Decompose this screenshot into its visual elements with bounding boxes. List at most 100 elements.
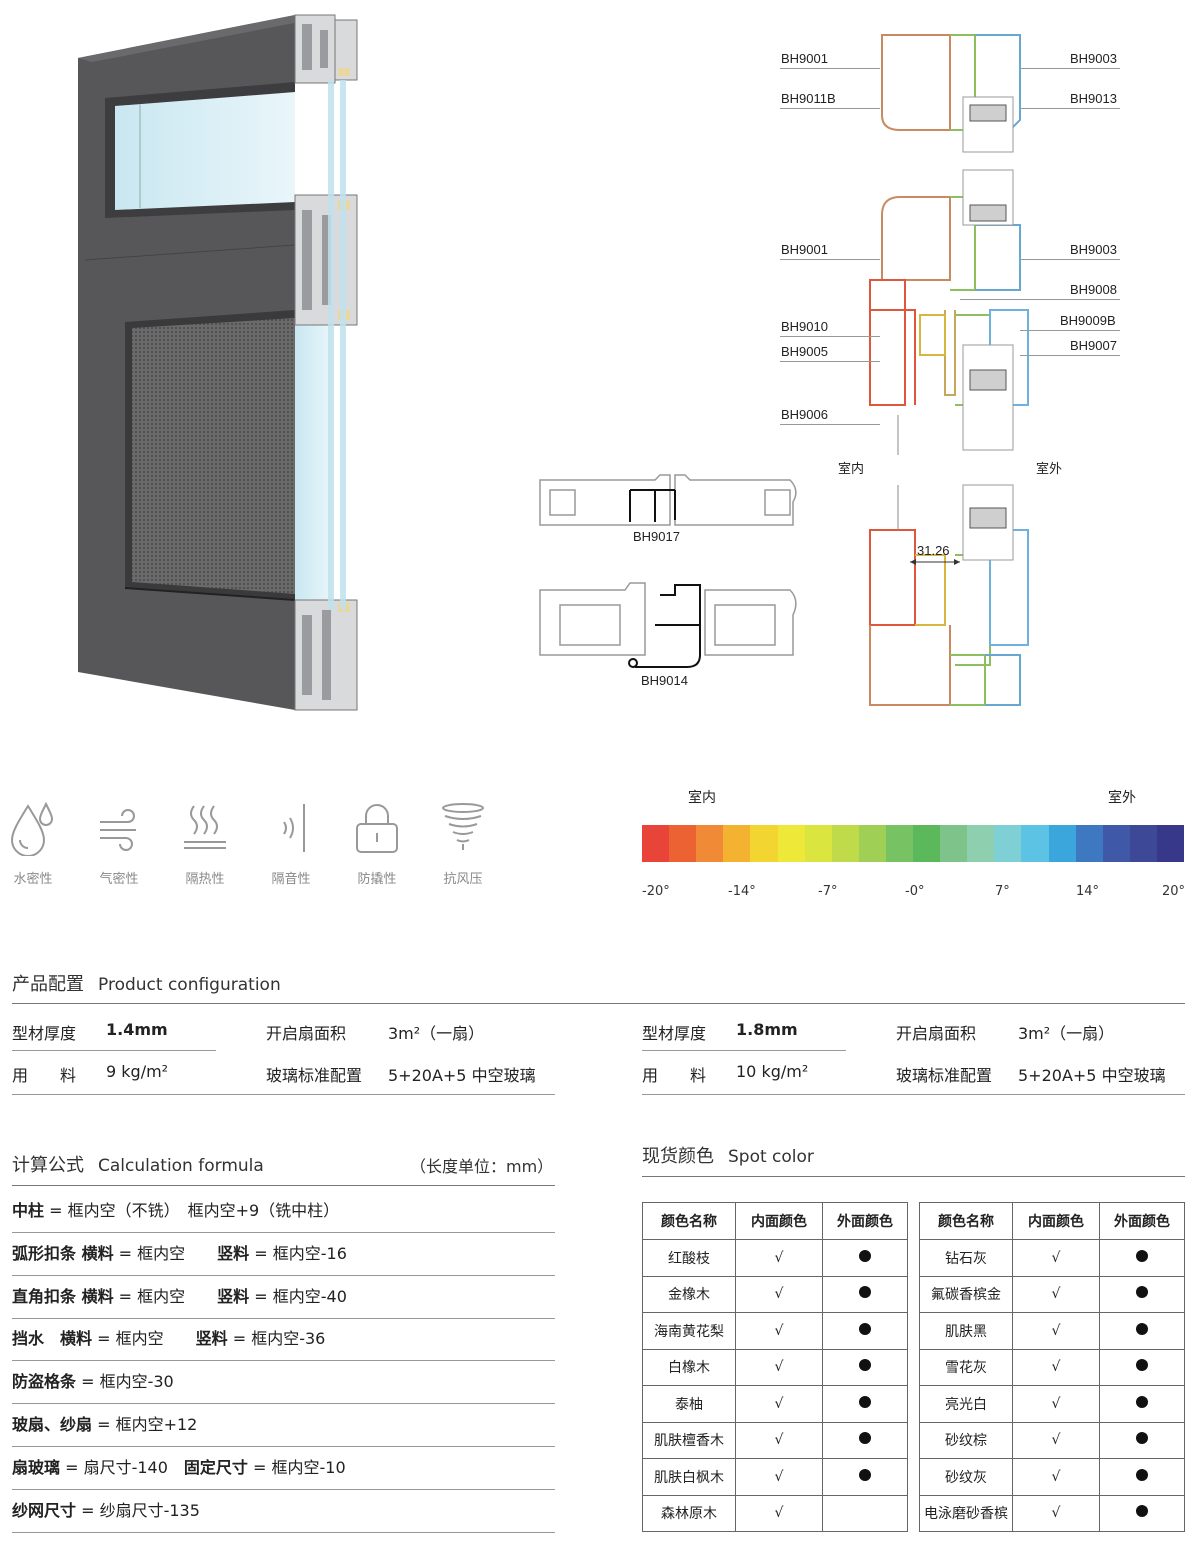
- formula-expression: = 框内空: [113, 1243, 218, 1263]
- formula-term: 中柱: [12, 1201, 45, 1220]
- cfg-right-glass: 5+20A+5 中空玻璃: [1018, 1066, 1166, 1085]
- profile-cross-section-diagram: [869, 34, 1029, 706]
- color-table-header-cell: 外面颜色: [822, 1202, 908, 1240]
- feature-label: 隔热性: [185, 872, 225, 887]
- formula-row: 弧形扣条 横料 = 框内空 竖料 = 框内空-16: [12, 1233, 555, 1276]
- outer-color-cell: [1099, 1348, 1185, 1386]
- scale-tick: -7°: [818, 884, 838, 899]
- table-row: 电泳磨砂香槟√: [919, 1494, 1185, 1532]
- formula-row: 玻扇、纱扇 = 框内空+12: [12, 1404, 555, 1447]
- feature-label: 防撬性: [357, 872, 397, 887]
- table-row: 雪花灰√: [919, 1348, 1185, 1386]
- filled-dot-icon: [1136, 1395, 1148, 1408]
- filled-dot-icon: [1136, 1286, 1148, 1299]
- cfg-right-glass-label: 玻璃标准配置: [896, 1066, 993, 1085]
- inner-color-check: √: [735, 1239, 823, 1277]
- cfg-left-area: 3m²（一扇）: [388, 1024, 485, 1043]
- color-name: 亮光白: [919, 1385, 1013, 1423]
- formula-term: 竖料: [217, 1243, 250, 1263]
- color-table-header-cell: 外面颜色: [1099, 1202, 1185, 1240]
- scale-swatch: [696, 825, 724, 862]
- label-outdoor-diagram: 室外: [1036, 461, 1063, 476]
- scale-swatch: [1156, 825, 1185, 862]
- scale-swatch: [940, 825, 968, 862]
- outer-color-cell: [1099, 1494, 1185, 1532]
- label-bh9001-top: BH9001: [781, 51, 828, 66]
- feature-label: 水密性: [13, 872, 53, 887]
- color-name: 肌肤白枫木: [642, 1458, 736, 1496]
- color-name: 钻石灰: [919, 1239, 1013, 1277]
- scale-tick: 7°: [995, 884, 1010, 899]
- filled-dot-icon: [1136, 1468, 1148, 1481]
- formula-term: 弧形扣条 横料: [12, 1243, 114, 1263]
- scale-swatch: [723, 825, 751, 862]
- formula-term: 防盗格条: [12, 1372, 77, 1392]
- inner-color-check: √: [1012, 1239, 1100, 1277]
- heat-icon: [184, 805, 226, 849]
- filled-dot-icon: [1136, 1505, 1148, 1518]
- formula-term: 直角扣条 横料: [12, 1286, 114, 1306]
- cfg-right-area: 3m²（一扇）: [1018, 1024, 1115, 1043]
- scale-tick: 14°: [1076, 884, 1100, 899]
- color-table-header-cell: 内面颜色: [1012, 1202, 1100, 1240]
- scale-swatch: [1048, 825, 1077, 862]
- outer-color-cell: [1099, 1239, 1185, 1277]
- color-name: 砂纹棕: [919, 1421, 1013, 1459]
- formula-row: 防盗格条 = 框内空-30: [12, 1361, 555, 1405]
- scale-swatch: [777, 825, 806, 862]
- scale-indoor-label: 室内: [688, 789, 716, 805]
- label-bh9010: BH9010: [781, 319, 828, 334]
- label-indoor-diagram: 室内: [838, 461, 865, 476]
- water-drop-icon: [10, 801, 54, 857]
- table-row: 钻石灰√: [919, 1239, 1185, 1277]
- filled-dot-icon: [1136, 1432, 1148, 1445]
- outer-color-cell: [1099, 1421, 1185, 1459]
- label-bh9003-mid: BH9003: [1070, 242, 1117, 257]
- color-table-header-cell: 颜色名称: [919, 1202, 1013, 1240]
- lock-icon: [356, 804, 398, 853]
- scale-swatch: [994, 825, 1022, 862]
- formula-term: 玻扇、纱扇: [12, 1415, 93, 1434]
- color-name: 泰柚: [642, 1385, 736, 1423]
- scale-swatch: [1102, 825, 1131, 862]
- table-row: 氟碳香槟金√: [919, 1275, 1185, 1313]
- outer-color-cell: [1099, 1385, 1185, 1423]
- formula-title-cn: 计算公式: [12, 1155, 84, 1176]
- filled-dot-icon: [859, 1286, 871, 1299]
- label-bh9006: BH9006: [781, 407, 828, 422]
- cfg-right-thickness-label: 型材厚度: [642, 1024, 707, 1043]
- inner-color-check: √: [1012, 1312, 1100, 1350]
- window-render-image: [78, 14, 358, 711]
- outer-color-cell: [822, 1348, 908, 1386]
- outer-color-cell: [822, 1239, 908, 1277]
- formula-term: 纱网尺寸: [12, 1500, 77, 1520]
- color-table-header-cell: 颜色名称: [642, 1202, 736, 1240]
- inner-color-check: √: [735, 1385, 823, 1423]
- color-table-left: 颜色名称内面颜色外面颜色红酸枝√金橡木√海南黄花梨√白橡木√泰柚√肌肤檀香木√肌…: [642, 1202, 908, 1532]
- cfg-right-thickness: 1.8mm: [736, 1020, 798, 1039]
- cfg-left-usage-label: 用 料: [12, 1066, 77, 1085]
- color-name: 氟碳香槟金: [919, 1275, 1013, 1313]
- cfg-left-glass: 5+20A+5 中空玻璃: [388, 1066, 536, 1085]
- color-name: 白橡木: [642, 1348, 736, 1386]
- inner-color-check: √: [1012, 1494, 1100, 1532]
- product-config-title-cn: 产品配置: [12, 974, 84, 995]
- color-name: 雪花灰: [919, 1348, 1013, 1386]
- label-bh9011b: BH9011B: [781, 91, 836, 106]
- filled-dot-icon: [859, 1249, 871, 1262]
- formula-expression: = 框内空-10: [247, 1457, 346, 1477]
- feature-label: 隔音性: [271, 872, 311, 887]
- scale-tick: -14°: [728, 884, 756, 899]
- filled-dot-icon: [859, 1322, 871, 1335]
- inner-color-check: √: [1012, 1348, 1100, 1386]
- feature-sound: 隔音性: [261, 800, 321, 887]
- color-table-header: 颜色名称内面颜色外面颜色: [642, 1202, 908, 1240]
- formula-row: 直角扣条 横料 = 框内空 竖料 = 框内空-40: [12, 1276, 555, 1319]
- spot-color-title-en: Spot color: [728, 1147, 814, 1167]
- feature-water: 水密性: [3, 800, 63, 887]
- table-row: 肌肤黑√: [919, 1312, 1185, 1350]
- scale-outdoor-label: 室外: [1108, 789, 1136, 805]
- color-name: 肌肤黑: [919, 1312, 1013, 1350]
- scale-swatch: [642, 825, 670, 862]
